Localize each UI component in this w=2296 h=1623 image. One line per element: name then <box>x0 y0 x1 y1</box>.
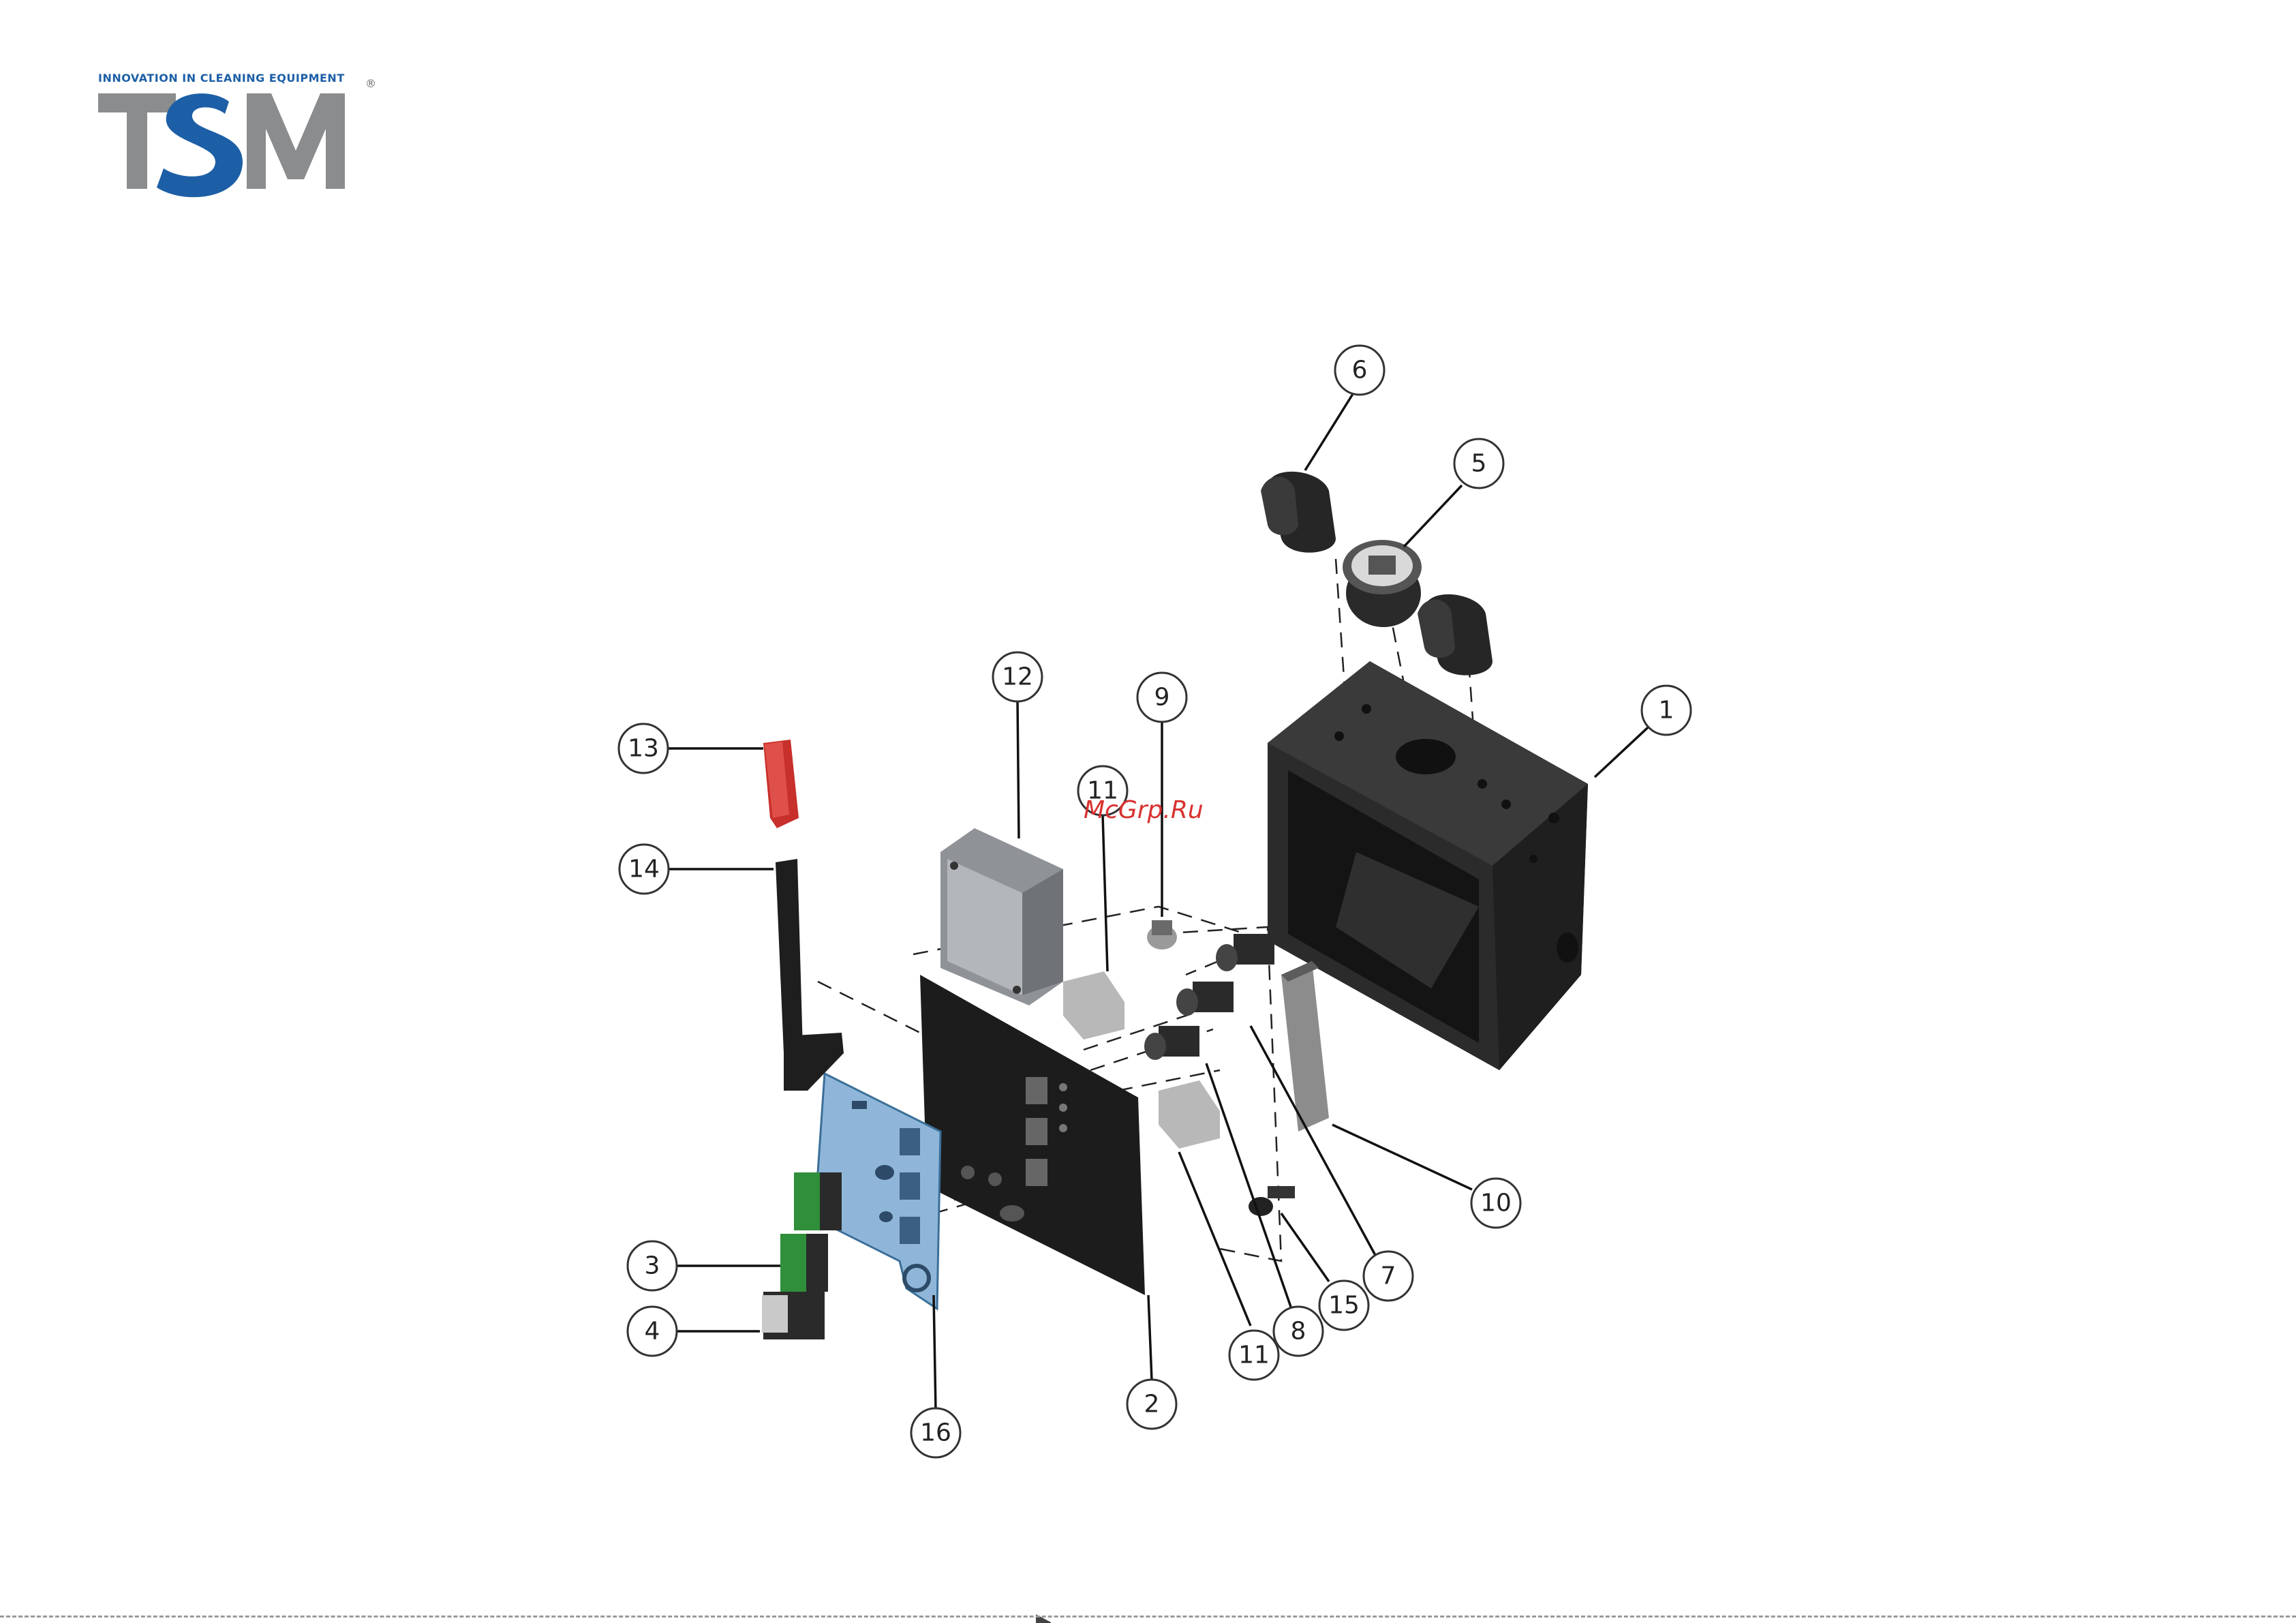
callout-label: 12 <box>1002 663 1033 691</box>
callout-label: 5 <box>1471 450 1487 478</box>
callout-label: 6 <box>1352 357 1368 384</box>
callout-9: 9 <box>1137 673 1187 722</box>
part-13-red-lever <box>763 740 799 828</box>
callout-label: 9 <box>1154 684 1170 712</box>
part-4-gray-switch <box>762 1292 825 1339</box>
callout-label: 8 <box>1291 1318 1306 1346</box>
callout-2: 2 <box>1127 1380 1176 1429</box>
callout-6: 6 <box>1335 346 1384 395</box>
callout-label: 1 <box>1659 697 1674 725</box>
callout-1: 1 <box>1642 686 1691 735</box>
part-9-fuse-holder <box>1147 920 1177 950</box>
part-12-module <box>940 828 1063 1005</box>
callout-label: 7 <box>1381 1262 1396 1290</box>
callout-label: 4 <box>645 1318 660 1346</box>
callout-5: 5 <box>1454 439 1503 488</box>
callout-label: 11 <box>1238 1341 1270 1369</box>
callout-4: 4 <box>628 1307 677 1356</box>
callout-label: 16 <box>920 1419 951 1447</box>
part-7-8-push-buttons <box>1144 934 1274 1060</box>
callout-8: 8 <box>1274 1307 1323 1356</box>
callout-label: 14 <box>628 855 660 883</box>
callout-label: 15 <box>1328 1292 1360 1320</box>
callout-10: 10 <box>1471 1179 1520 1228</box>
part-3-green-switches <box>780 1172 842 1292</box>
part-2-mounting-plate <box>920 975 1145 1623</box>
callout-3: 3 <box>628 1241 677 1290</box>
callout-14: 14 <box>619 845 669 894</box>
part-10-bar <box>1281 961 1329 1132</box>
watermark-text: McGrp.Ru <box>1084 796 1204 824</box>
callout-label: 2 <box>1144 1391 1160 1419</box>
part-5-gauge <box>1343 540 1422 627</box>
callout-16: 16 <box>911 1408 960 1457</box>
callout-15: 15 <box>1319 1281 1368 1330</box>
part-15-connector <box>1249 1186 1295 1216</box>
callout-label: 3 <box>645 1252 660 1280</box>
callout-label: 10 <box>1480 1189 1512 1217</box>
part-14-lever-arm <box>776 859 844 1091</box>
callout-label: 13 <box>628 735 659 763</box>
bottom-dashed-rule <box>0 1616 2296 1618</box>
callout-13: 13 <box>619 724 668 773</box>
callout-11-lower: 11 <box>1229 1331 1279 1380</box>
callout-12: 12 <box>993 652 1042 701</box>
callout-7: 7 <box>1364 1252 1413 1301</box>
